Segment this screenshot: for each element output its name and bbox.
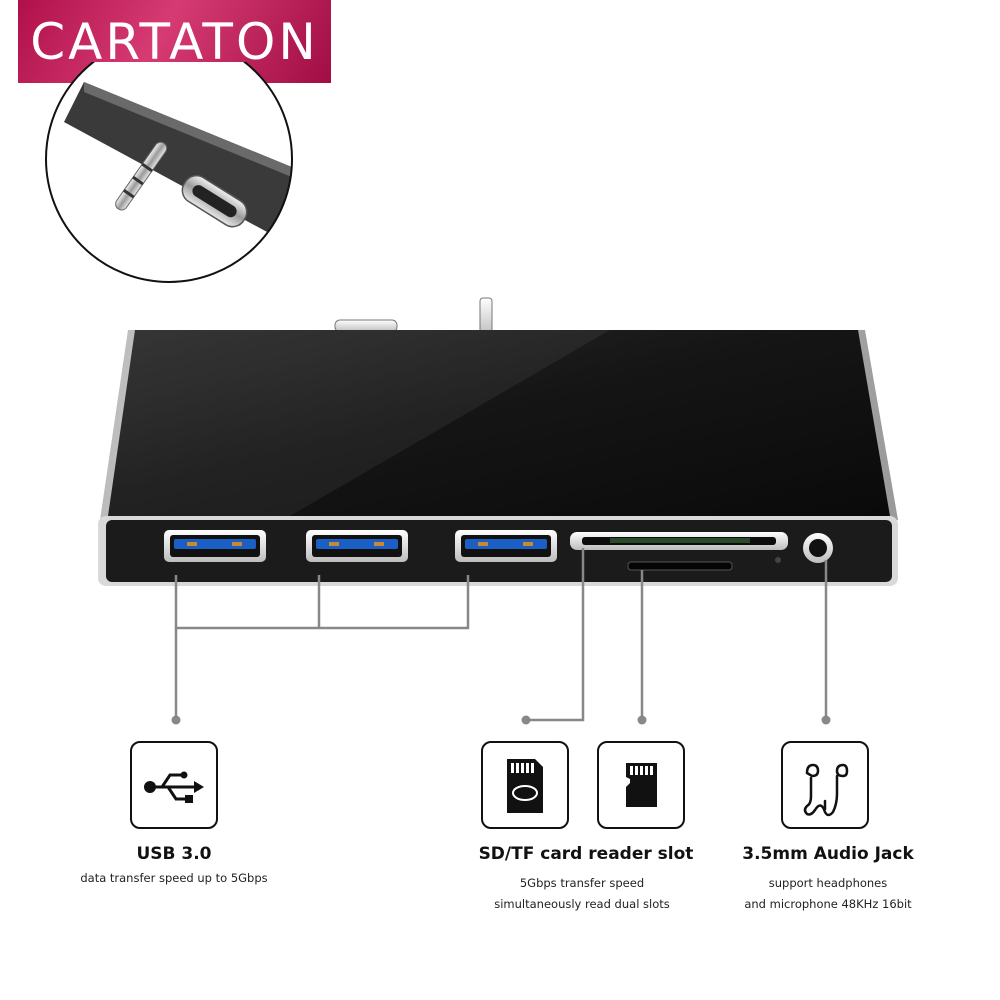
sd-card-icon	[507, 759, 543, 813]
usb-port-2	[306, 530, 408, 562]
sd-tf-desc-line1: 5Gbps transfer speed	[519, 876, 645, 890]
usb-title: USB 3.0	[136, 844, 212, 864]
audio-desc-line1: support headphones	[768, 876, 888, 890]
audio-title: 3.5mm Audio Jack	[742, 844, 914, 864]
sd-card-icon-box	[481, 741, 569, 829]
headphones-icon	[803, 763, 849, 817]
usb-port-1	[164, 530, 266, 562]
tf-card-icon	[626, 763, 657, 807]
sd-tf-title: SD/TF card reader slot	[478, 844, 694, 864]
brand-banner: CARTATON	[18, 0, 331, 83]
usb-icon	[144, 771, 204, 803]
sd-tf-desc-line2: simultaneously read dual slots	[494, 897, 670, 911]
usb-icon-box	[130, 741, 218, 829]
usb-hub-device	[98, 297, 898, 586]
brand-name: CARTATON	[30, 12, 319, 71]
usb-desc: data transfer speed up to 5Gbps	[80, 871, 268, 885]
audio-desc-line2: and microphone 48KHz 16bit	[744, 897, 912, 911]
headphones-icon-box	[781, 741, 869, 829]
usb-port-3	[455, 530, 557, 562]
connector-closeup	[45, 62, 293, 283]
tf-card-icon-box	[597, 741, 685, 829]
